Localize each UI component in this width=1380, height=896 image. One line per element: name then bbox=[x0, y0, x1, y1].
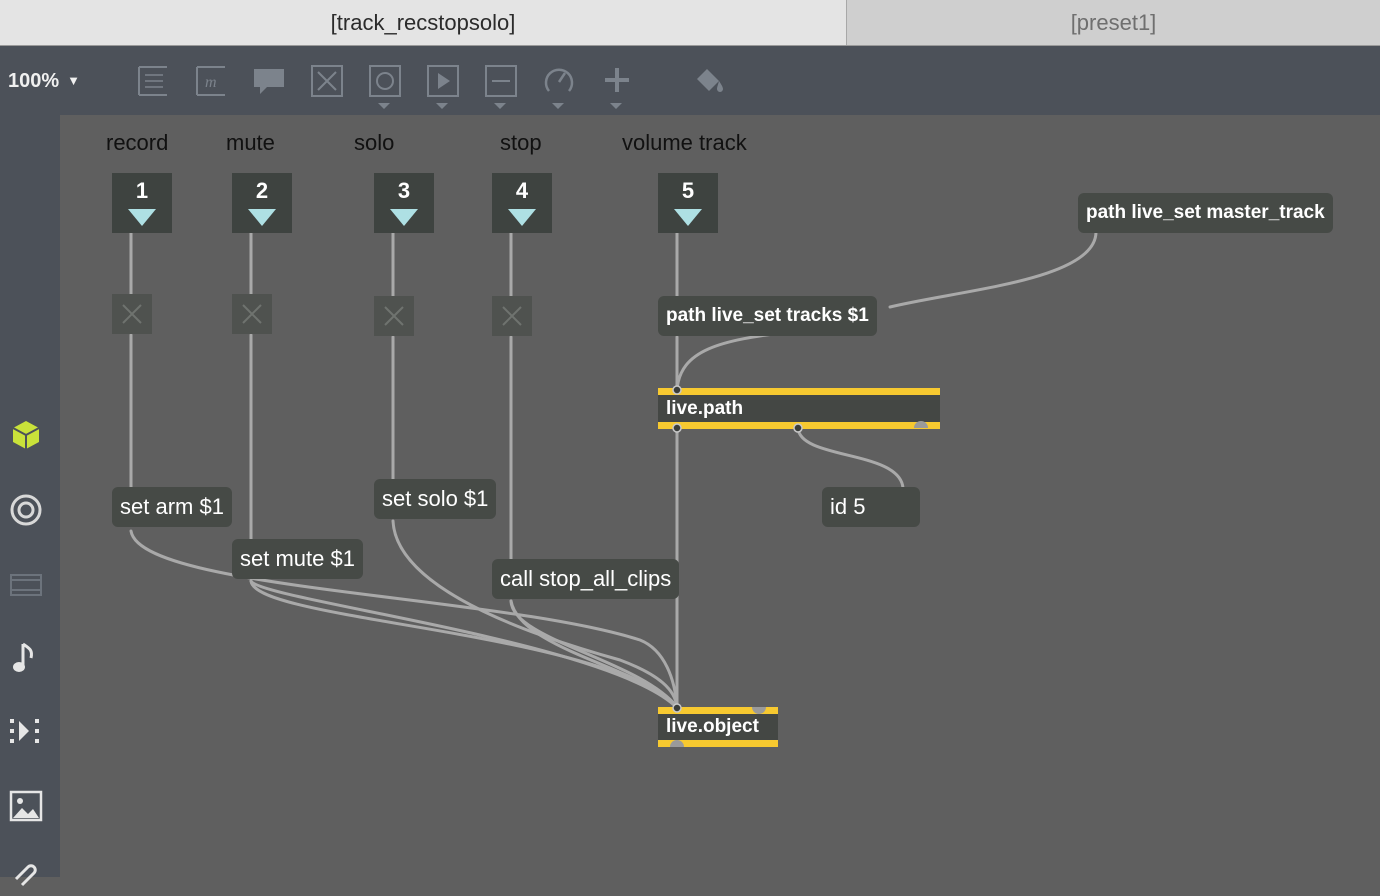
toggle-stop[interactable] bbox=[492, 296, 532, 336]
add-icon[interactable] bbox=[599, 63, 635, 99]
dial-icon[interactable] bbox=[541, 63, 577, 99]
label-volume-track: volume track bbox=[622, 130, 747, 155]
cord-arm-object bbox=[129, 529, 679, 709]
down-triangle-icon bbox=[674, 209, 702, 226]
label-solo: solo bbox=[354, 130, 395, 155]
inlet-number: 1 bbox=[135, 178, 149, 203]
tab-bar: [track_recstopsolo] [preset1] bbox=[0, 0, 1380, 46]
image-icon[interactable] bbox=[8, 788, 44, 824]
comment-icon[interactable] bbox=[251, 63, 287, 99]
chevron-down-icon: ▼ bbox=[67, 73, 81, 88]
inlet-4[interactable]: 4 bbox=[492, 173, 552, 233]
down-triangle-icon bbox=[508, 209, 536, 226]
message-call-stop-all-clips[interactable]: call stop_all_clips bbox=[492, 559, 680, 599]
sidebar bbox=[0, 115, 60, 887]
message-path-live-set-master-track[interactable]: path live_set master_track bbox=[1078, 193, 1333, 233]
inlet-5[interactable]: 5 bbox=[658, 173, 718, 233]
inlet-number: 2 bbox=[255, 178, 269, 203]
message-path-live-set-tracks[interactable]: path live_set tracks $1 bbox=[658, 296, 877, 336]
paint-bucket-icon[interactable] bbox=[691, 63, 727, 99]
inlet-number: 4 bbox=[515, 178, 529, 203]
down-triangle-icon bbox=[248, 209, 276, 226]
inlet-icon[interactable] bbox=[425, 63, 461, 99]
message-set-solo[interactable]: set solo $1 bbox=[374, 479, 497, 519]
inlet-1[interactable]: 1 bbox=[112, 173, 172, 233]
tab-track-recstopsolo[interactable]: [track_recstopsolo] bbox=[0, 0, 847, 45]
film-icon[interactable] bbox=[8, 567, 44, 603]
toggle-record[interactable] bbox=[112, 294, 152, 334]
object-box-icon[interactable] bbox=[135, 63, 171, 99]
inlet-3[interactable]: 3 bbox=[374, 173, 434, 233]
playlist-icon[interactable] bbox=[8, 713, 44, 749]
tab-preset1[interactable]: [preset1] bbox=[1070, 9, 1157, 35]
target-icon[interactable] bbox=[8, 492, 44, 528]
down-triangle-icon bbox=[128, 209, 156, 226]
inlet-number: 3 bbox=[397, 178, 411, 203]
down-triangle-icon bbox=[390, 209, 418, 226]
cord-stop-object-2 bbox=[509, 599, 679, 709]
inlet-2[interactable]: 2 bbox=[232, 173, 292, 233]
patcher-canvas[interactable] bbox=[60, 115, 1380, 877]
toggle-icon[interactable] bbox=[309, 63, 345, 99]
toggle-solo[interactable] bbox=[374, 296, 414, 336]
patch-cords bbox=[129, 230, 1098, 711]
cube-icon[interactable] bbox=[8, 417, 44, 453]
message-id-5[interactable]: id 5 bbox=[822, 487, 920, 527]
zoom-level: 100% bbox=[8, 70, 60, 92]
message-set-arm[interactable]: set arm $1 bbox=[112, 487, 232, 527]
toolbar: 100% ▼ m bbox=[0, 46, 1380, 115]
object-live-path[interactable]: live.path bbox=[658, 388, 940, 429]
paperclip-icon[interactable] bbox=[8, 855, 44, 891]
zoom-dropdown[interactable]: 100% ▼ bbox=[8, 70, 80, 93]
message-box-icon[interactable]: m bbox=[193, 63, 229, 99]
label-stop: stop bbox=[500, 130, 542, 155]
number-icon[interactable] bbox=[483, 63, 519, 99]
toggle-mute[interactable] bbox=[232, 294, 272, 334]
inlet-number: 5 bbox=[681, 178, 695, 203]
svg-text:m: m bbox=[205, 74, 217, 91]
cord-mute-object-2 bbox=[249, 579, 676, 707]
label-mute: mute bbox=[226, 130, 275, 155]
music-note-icon[interactable] bbox=[8, 640, 44, 676]
cord-livepath-id bbox=[796, 426, 905, 490]
label-record: record bbox=[106, 130, 169, 155]
object-live-object[interactable]: live.object bbox=[658, 707, 778, 747]
toolbar-dropdown-markers bbox=[378, 103, 622, 109]
message-set-mute[interactable]: set mute $1 bbox=[232, 539, 363, 579]
